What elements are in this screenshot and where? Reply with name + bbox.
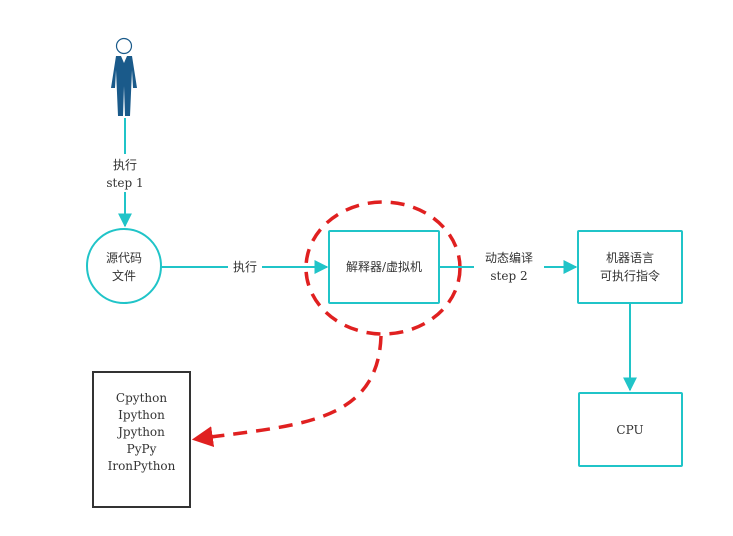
person-icon bbox=[111, 37, 137, 116]
implementation-item: Cpython bbox=[116, 391, 167, 405]
edge-source-to-interpreter: 执行 bbox=[161, 260, 329, 274]
edge-actor-to-source: 执行 step 1 bbox=[106, 118, 144, 228]
edge-interpreter-to-implementations bbox=[191, 335, 383, 448]
implementation-item: IronPython bbox=[108, 459, 176, 473]
node-machine-line1: 机器语言 bbox=[606, 251, 654, 265]
implementation-item: PyPy bbox=[127, 442, 157, 456]
implementation-item: Jpython bbox=[116, 425, 165, 439]
node-source-line2: 文件 bbox=[112, 268, 136, 283]
node-interpreter-label: 解释器/虚拟机 bbox=[346, 260, 422, 274]
node-interpreter: 解释器/虚拟机 bbox=[328, 230, 440, 304]
edge-label-line2: step 2 bbox=[490, 269, 527, 283]
edge-label-line2: step 1 bbox=[106, 176, 143, 190]
implementation-item: Ipython bbox=[118, 408, 165, 422]
node-machine-language: 机器语言 可执行指令 bbox=[577, 230, 683, 304]
node-cpu-label: CPU bbox=[616, 423, 643, 437]
node-cpu: CPU bbox=[578, 392, 683, 467]
edge-interpreter-to-machine: 动态编译 step 2 bbox=[439, 250, 578, 283]
node-source-line1: 源代码 bbox=[106, 251, 142, 265]
edge-label-line1: 执行 bbox=[113, 158, 137, 172]
edge-label: 执行 bbox=[233, 260, 257, 274]
node-machine-line2: 可执行指令 bbox=[600, 268, 660, 283]
node-source-code: 源代码 文件 bbox=[86, 228, 162, 304]
edge-label-line1: 动态编译 bbox=[485, 250, 533, 265]
